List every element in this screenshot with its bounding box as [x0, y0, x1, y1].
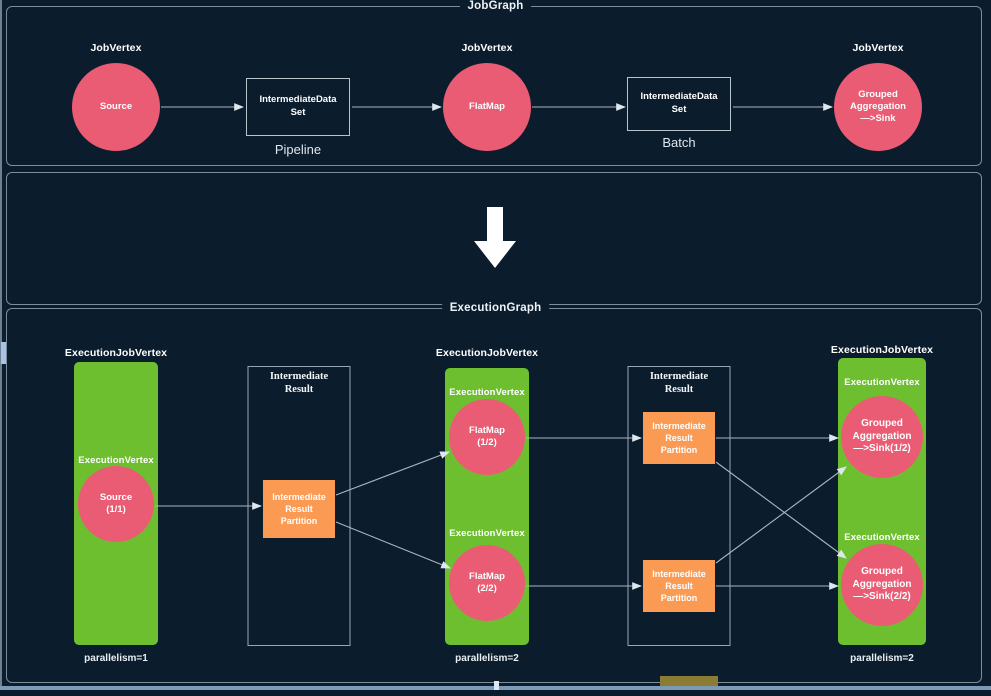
executionjobvertex-caption-source: ExecutionJobVertex: [64, 347, 168, 359]
executionvertex-caption-flatmap-1: ExecutionVertex: [449, 387, 525, 398]
executionvertex-caption-sink-2: ExecutionVertex: [844, 532, 920, 543]
intermediate-dataset-batch-caption: Batch: [662, 135, 696, 150]
intermediate-dataset-pipeline[interactable]: IntermediateData Set: [246, 78, 350, 136]
jobvertex-grouped-aggregation-sink[interactable]: Grouped Aggregation —>Sink: [834, 63, 922, 151]
executionvertex-sink-1[interactable]: Grouped Aggregation —>Sink(1/2): [841, 396, 923, 478]
left-edge-marker: [1, 342, 6, 364]
executionvertex-caption-sink-1: ExecutionVertex: [844, 377, 920, 388]
parallelism-label-sink: parallelism=2: [850, 653, 914, 664]
executionjobvertex-caption-flatmap: ExecutionJobVertex: [435, 347, 539, 359]
jobvertex-flatmap[interactable]: FlatMap: [443, 63, 531, 151]
intermediate-result-partition-1[interactable]: Intermediate Result Partition: [263, 480, 335, 538]
intermediate-result-partition-2a[interactable]: Intermediate Result Partition: [643, 412, 715, 464]
intermediate-result-1-label: Intermediate Result: [269, 371, 329, 396]
bottom-edge: [0, 690, 991, 696]
executionvertex-source-1[interactable]: Source (1/1): [78, 466, 154, 542]
executionvertex-flatmap-1[interactable]: FlatMap (1/2): [449, 399, 525, 475]
parallelism-label-source: parallelism=1: [84, 653, 148, 664]
jobvertex-source[interactable]: Source: [72, 63, 160, 151]
parallelism-label-flatmap: parallelism=2: [455, 653, 519, 664]
intermediate-dataset-pipeline-caption: Pipeline: [274, 142, 322, 157]
intermediate-dataset-batch[interactable]: IntermediateData Set: [627, 77, 731, 131]
executionvertex-flatmap-2[interactable]: FlatMap (2/2): [449, 545, 525, 621]
executionvertex-sink-2[interactable]: Grouped Aggregation —>Sink(2/2): [841, 544, 923, 626]
jobvertex-caption-sink: JobVertex: [852, 42, 904, 54]
jobgraph-panel-title: JobGraph: [459, 0, 532, 12]
executionvertex-caption-source-1: ExecutionVertex: [78, 455, 154, 466]
jobvertex-caption-source: JobVertex: [90, 42, 142, 54]
down-arrow-icon: [474, 207, 516, 268]
executiongraph-panel-title: ExecutionGraph: [441, 302, 550, 314]
scrollbar-tick: [494, 681, 499, 693]
intermediate-result-partition-2b[interactable]: Intermediate Result Partition: [643, 560, 715, 612]
jobvertex-caption-flatmap: JobVertex: [461, 42, 513, 54]
executionjobvertex-caption-sink: ExecutionJobVertex: [830, 344, 934, 356]
executionvertex-caption-flatmap-2: ExecutionVertex: [449, 528, 525, 539]
intermediate-result-2-label: Intermediate Result: [649, 371, 709, 396]
